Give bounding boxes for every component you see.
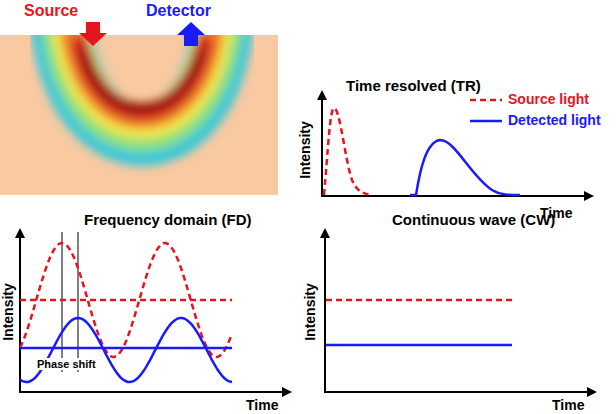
panel-title: Time resolved (TR) [346,78,481,95]
legend-sample [470,95,504,105]
phase-marker [62,232,63,372]
axis-label: Intensity [298,121,313,179]
legend-text: Detected light [508,113,601,128]
photon-banana [62,35,222,135]
axis-label: Intensity [303,283,318,341]
source-arrow [79,22,107,46]
source-label: Source [24,2,78,20]
axis-label: Time [552,398,584,413]
detected-pulse [410,140,520,195]
source-mean [20,299,232,302]
source-pulse [324,108,372,195]
legend-text: Source light [508,92,589,107]
legend-sample [470,116,504,126]
detector-arrow [177,22,205,46]
detected-wave [20,318,232,382]
panel-title: Frequency domain (FD) [84,212,252,229]
axes [19,92,595,392]
panel-title: Continuous wave (CW) [392,212,555,229]
axis-label: Intensity [1,283,16,341]
source-cw [326,299,512,302]
phase-label: Phase shift [36,358,97,370]
detected-cw [326,344,512,347]
detector-label: Detector [146,2,211,20]
axis-label: Time [246,398,278,413]
phase-marker [78,232,79,372]
